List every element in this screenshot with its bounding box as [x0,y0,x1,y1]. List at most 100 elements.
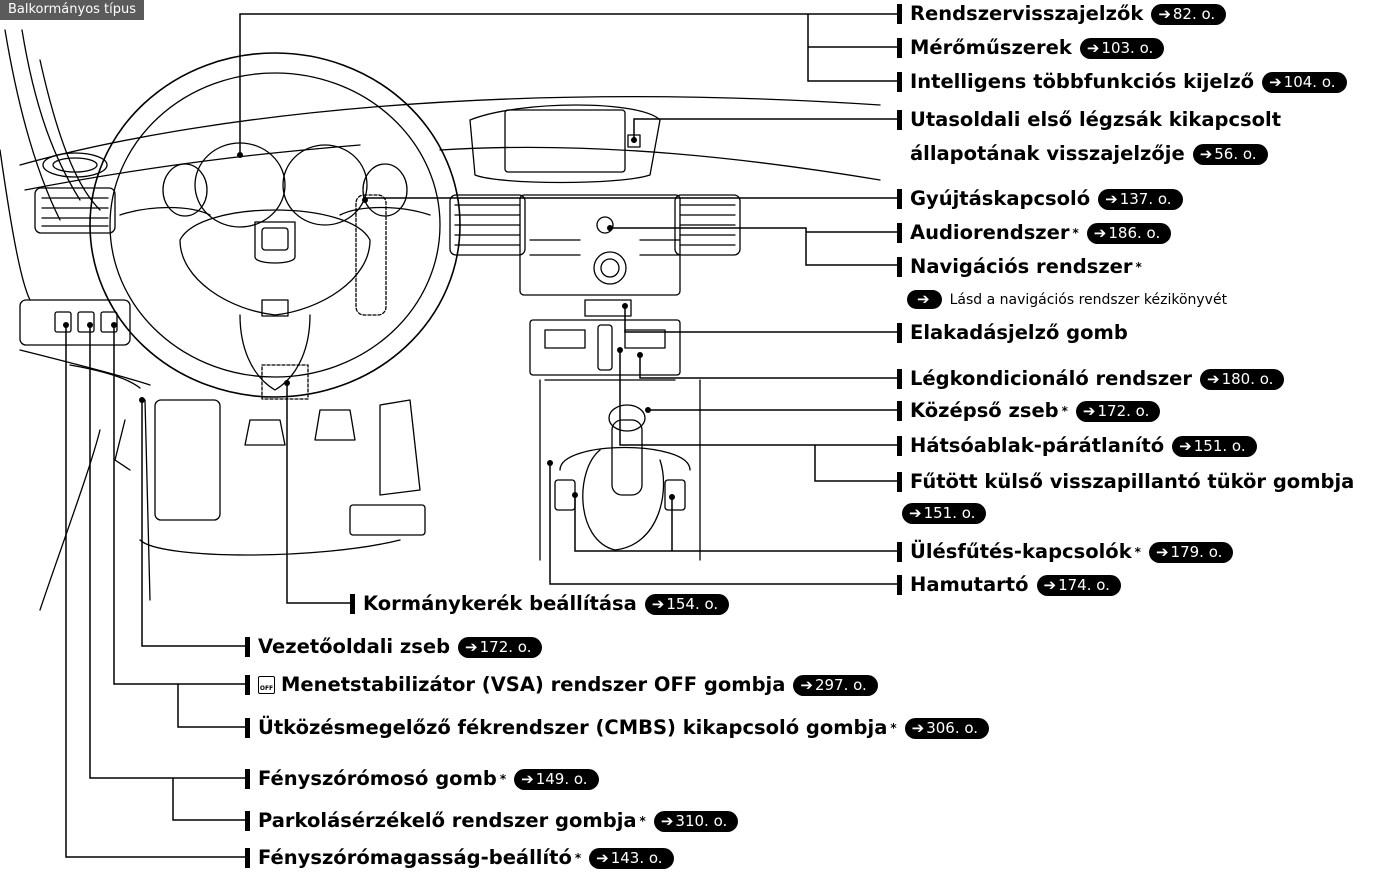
label-airbag-line2: állapotának visszajelzője ➔56. o. [910,143,1268,165]
arrow-right-icon: ➔ [1105,189,1118,208]
arrow-right-icon: ➔ [1082,401,1096,420]
page-ref-link[interactable]: ➔306. o. [904,717,990,739]
page-ref-link[interactable]: ➔149. o. [514,768,599,790]
label-hazard: Elakadásjelző gomb [897,322,1128,344]
page-ref-link[interactable]: ➔82. o. [1151,3,1227,25]
bullet-bar [245,675,250,695]
bullet-bar [897,436,902,456]
page-ref-link[interactable]: ➔ [907,290,942,309]
page-ref-text: 172. o. [479,637,532,656]
bullet-bar [897,575,902,595]
arrow-right-icon: ➔ [1093,223,1107,242]
variant-tag: Balkormányos típus [0,0,145,20]
page-ref-text: 143. o. [610,848,663,867]
bullet-bar [897,72,902,92]
label-text: Rendszervisszajelzők [910,2,1144,25]
bullet-bar [897,369,902,389]
page-ref-text: 154. o. [666,594,719,613]
bullet-bar [897,472,902,492]
label-audio: Audiorendszer* ➔186. o. [897,221,1172,244]
page-ref-link[interactable]: ➔180. o. [1200,368,1285,390]
arrow-right-icon: ➔ [465,637,478,656]
label-vsa-off: OFF Menetstabilizátor (VSA) rendszer OFF… [245,674,878,696]
page-ref-link[interactable]: ➔297. o. [793,674,878,696]
arrow-right-icon: ➔ [909,504,922,522]
page-ref-text: 172. o. [1097,401,1150,420]
bullet-bar [897,110,902,130]
asterisk: * [1134,545,1141,559]
label-text: Audiorendszer [910,221,1070,244]
arrow-right-icon: ➔ [1086,38,1100,57]
arrow-right-icon: ➔ [1207,369,1220,388]
label-cmbs-off: Ütközésmegelőző fékrendszer (CMBS) kikap… [245,717,990,739]
arrow-right-icon: ➔ [1158,4,1171,23]
label-ashtray: Hamutartó ➔174. o. [897,574,1121,596]
label-text: Mérőműszerek [910,36,1072,59]
bullet-bar [897,38,902,58]
bullet-bar [245,718,250,738]
label-climate: Légkondicionáló rendszer ➔180. o. [897,368,1285,390]
page-ref-text: 180. o. [1221,369,1274,388]
label-rear-defrost: Hátsóablak-párátlanító ➔151. o. [897,435,1257,457]
page-ref-link[interactable]: ➔172. o. [458,636,543,658]
page-ref-link[interactable]: ➔104. o. [1262,71,1347,93]
bullet-bar [897,223,902,243]
label-text: Kormánykerék beállítása [363,592,637,615]
arrow-right-icon: ➔ [1043,575,1057,594]
page-ref-text: 151. o. [923,504,976,522]
page-ref-text: 104. o. [1283,72,1336,91]
label-airbag-line1: Utasoldali első légzsák kikapcsolt [897,109,1281,131]
arrow-right-icon: ➔ [917,290,930,308]
label-seat-heat: Ülésfűtés-kapcsolók* ➔179. o. [897,540,1234,563]
page-ref-link[interactable]: ➔310. o. [653,810,739,832]
page-ref-text: 297. o. [814,675,867,694]
label-mirror-heat: Fűtött külső visszapillantó tükör gombja [897,471,1354,493]
asterisk: * [1061,404,1068,418]
page-ref-link[interactable]: ➔186. o. [1086,222,1172,244]
page-ref-text: 103. o. [1101,38,1154,57]
arrow-right-icon: ➔ [521,769,534,788]
page-ref-link[interactable]: ➔143. o. [589,847,674,869]
page-ref-link[interactable]: ➔179. o. [1148,541,1234,563]
page-ref-text: 306. o. [926,718,979,737]
label-text: Parkolásérzékelő rendszer gombja [258,809,637,832]
asterisk: * [639,814,646,828]
page-ref-text: 179. o. [1170,542,1223,561]
label-driver-pocket: Vezetőoldali zseb ➔172. o. [245,636,543,658]
bullet-bar [245,848,250,868]
bullet-bar [245,769,250,789]
label-text: Fűtött külső visszapillantó tükör gombja [910,470,1355,493]
page-ref-link[interactable]: ➔154. o. [644,593,730,615]
bullet-bar [897,401,902,421]
bullet-bar [897,257,902,277]
label-text: Navigációs rendszer [910,255,1133,278]
label-text: Utasoldali első légzsák kikapcsolt [910,108,1282,131]
page-ref-link[interactable]: ➔172. o. [1075,400,1161,422]
page-ref-text: 137. o. [1119,189,1172,208]
page-ref-link[interactable]: ➔151. o. [1172,435,1257,457]
page-ref-link[interactable]: ➔151. o. [902,503,987,524]
label-center-pocket: Középső zseb* ➔172. o. [897,399,1161,422]
page-ref-link[interactable]: ➔174. o. [1036,574,1121,596]
label-text: Intelligens többfunkciós kijelző [910,70,1255,93]
page-ref-link[interactable]: ➔56. o. [1192,143,1268,165]
label-text: Ülésfűtés-kapcsolók [910,540,1132,563]
label-text: Elakadásjelző gomb [910,321,1128,344]
label-ignition: Gyújtáskapcsoló ➔137. o. [897,188,1183,210]
label-text: Gyújtáskapcsoló [910,187,1091,210]
label-text: Hátsóablak-párátlanító [910,434,1165,457]
arrow-right-icon: ➔ [1269,72,1282,91]
bullet-bar [350,594,355,614]
vsa-icon-text: OFF [259,685,274,692]
page-ref-link[interactable]: ➔137. o. [1098,188,1183,210]
asterisk: * [1135,260,1142,274]
label-text: Középső zseb [910,399,1059,422]
label-imid: Intelligens többfunkciós kijelző ➔104. o… [897,71,1347,93]
label-text: Fényszórómosó gomb [258,767,497,790]
page-ref-text: 151. o. [1193,436,1246,455]
label-text: Fényszórómagasság-beállító [258,846,572,869]
bullet-bar [897,542,902,562]
arrow-right-icon: ➔ [911,718,925,737]
page-ref-link[interactable]: ➔103. o. [1079,37,1165,59]
